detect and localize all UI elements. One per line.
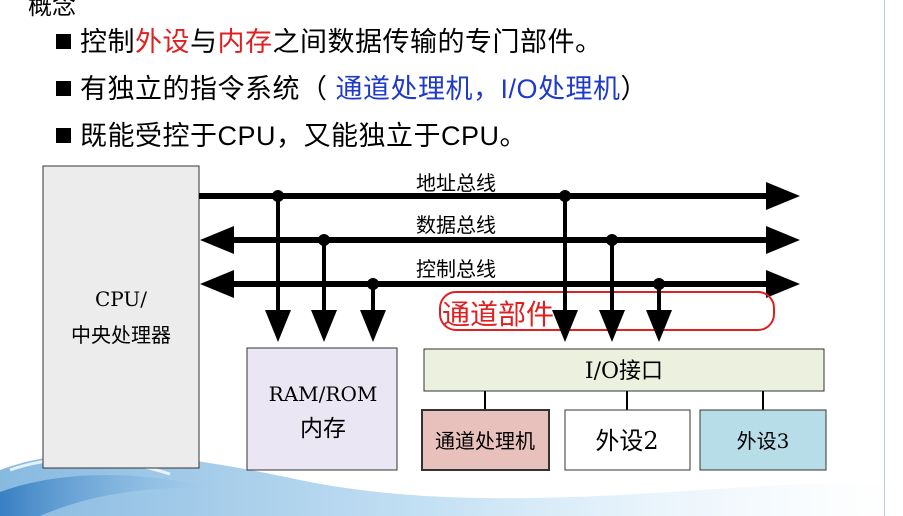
cpu-label-2: 中央处理器: [71, 323, 171, 347]
decorative-wave: [0, 453, 903, 516]
peripheral-2-label: 外设2: [595, 427, 658, 455]
address-bus: [199, 182, 800, 210]
peripheral-3-box: [699, 409, 827, 471]
bullet-line-2: 有独立的指令系统（ 通道处理机，I/O处理机）: [56, 67, 648, 106]
highlight-memory: 内存: [217, 27, 273, 57]
memory-label-2: 内存: [300, 416, 346, 442]
channel-component-label: 通道部件: [442, 298, 554, 331]
data-bus-label: 数据总线: [416, 213, 496, 237]
io-interface-label: I/O接口: [585, 359, 663, 384]
channel-processor-box: [421, 409, 550, 471]
bullet-line-1: 控制外设与内存之间数据传输的专门部件。: [56, 20, 603, 59]
cpu-box: [42, 165, 200, 469]
square-bullet-icon: [56, 81, 71, 96]
address-bus-label: 地址总线: [416, 171, 496, 195]
slide-border: [884, 0, 885, 516]
text: 之间数据传输的专门部件。: [272, 27, 603, 57]
control-bus: [200, 270, 800, 298]
memory-connectors: [265, 190, 386, 342]
square-bullet-icon: [56, 34, 71, 49]
io-interface-box: [423, 348, 825, 392]
square-bullet-icon: [56, 128, 71, 143]
channel-component-outline: [439, 291, 775, 331]
data-bus: [200, 226, 800, 254]
io-connectors: [552, 190, 672, 342]
bullet-line-3: 既能受控于CPU，又能独立于CPU。: [56, 114, 527, 153]
text: 与: [190, 27, 218, 57]
highlight-channel-names: 通道处理机，I/O处理机: [335, 74, 621, 104]
control-bus-label: 控制总线: [416, 257, 496, 281]
cut-off-heading: 概念: [28, 0, 76, 20]
memory-box: [246, 347, 398, 471]
channel-processor-label: 通道处理机: [435, 429, 535, 453]
text: 既能受控于CPU，又能独立于CPU。: [80, 121, 528, 151]
peripheral-2-box: [564, 409, 691, 471]
text: ）: [620, 74, 649, 104]
peripheral-connectors: [484, 391, 764, 410]
memory-label-1: RAM/ROM: [269, 382, 378, 406]
cpu-label-1: CPU/: [95, 287, 147, 311]
text: 有独立的指令系统（: [80, 74, 336, 104]
text: 控制: [80, 27, 135, 57]
highlight-peripheral: 外设: [135, 27, 190, 57]
peripheral-3-label: 外设3: [737, 429, 790, 453]
